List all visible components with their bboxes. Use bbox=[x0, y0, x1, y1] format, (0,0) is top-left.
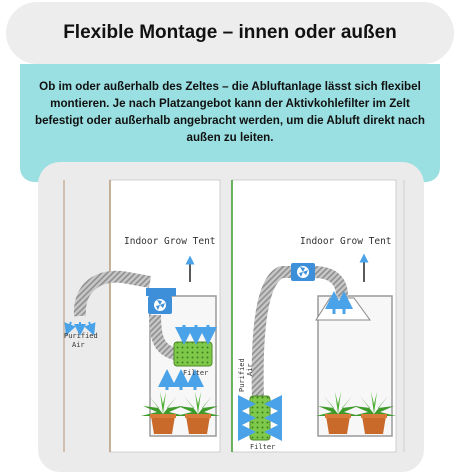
left-tent-label: Indoor Grow Tent bbox=[124, 236, 216, 247]
title-banner: Flexible Montage – innen oder außen bbox=[6, 2, 454, 64]
right-tent-label: Indoor Grow Tent bbox=[300, 236, 392, 247]
right-fan-icon bbox=[291, 263, 315, 281]
right-hose-in bbox=[251, 266, 296, 401]
right-air-label: Air bbox=[246, 363, 254, 376]
description-text: Ob im oder außerhalb des Zeltes – die Ab… bbox=[35, 80, 425, 144]
page-title: Flexible Montage – innen oder außen bbox=[63, 22, 397, 43]
mounting-diagram: Indoor Grow Tent Purified Air Filter Ind… bbox=[63, 179, 405, 453]
left-hose-out bbox=[73, 270, 152, 317]
left-filter-label: Filter bbox=[183, 369, 208, 377]
left-purified-label: Purified bbox=[64, 332, 98, 340]
left-filter-icon bbox=[173, 341, 213, 367]
right-filter-label: Filter bbox=[250, 443, 275, 451]
left-hose-in bbox=[149, 314, 177, 360]
left-intake-arrows bbox=[158, 325, 217, 390]
left-fan-icon bbox=[148, 296, 172, 314]
left-purified-arrows bbox=[64, 321, 96, 336]
right-intake-arrows bbox=[238, 291, 353, 441]
right-purified-label: Purified bbox=[238, 358, 246, 392]
right-filter-icon bbox=[249, 395, 271, 441]
left-air-label: Air bbox=[72, 341, 85, 349]
left-tent bbox=[63, 179, 221, 453]
